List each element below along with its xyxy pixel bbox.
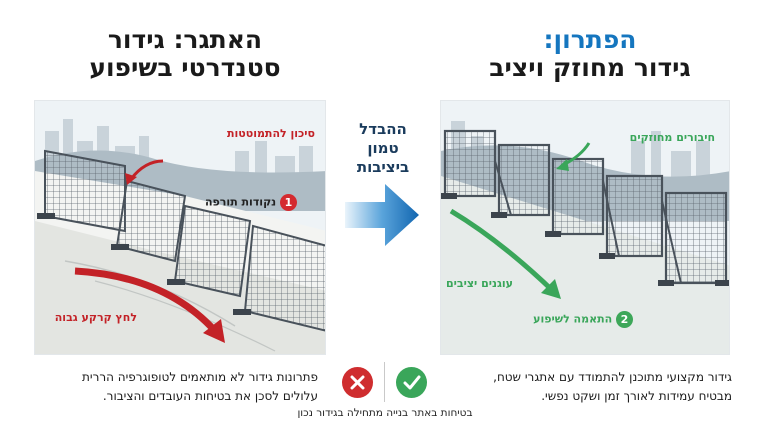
weak-points-number-badge: 1 xyxy=(280,194,297,211)
problem-title: האתגר: גידור סטנדרטי בשיפוע xyxy=(20,26,350,82)
x-circle-icon xyxy=(342,367,373,398)
callout-connections: חיבורים מחוזקים xyxy=(629,131,715,144)
weak-points-label: נקודות תורפה xyxy=(205,195,277,209)
problem-title-line2: סטנדרטי בשיפוע xyxy=(89,53,281,82)
solution-title: הפתרון: גידור מחוזק ויציב xyxy=(430,26,750,82)
solution-title-line1: הפתרון: xyxy=(543,25,637,54)
problem-description: פתרונות גידור לא מותאמים לטופוגרפיה הררי… xyxy=(18,368,318,405)
problem-title-line1: האתגר: גידור xyxy=(107,25,263,54)
adaptation-number-badge: 2 xyxy=(616,311,633,328)
solution-illustration: חיבורים מחוזקים עוגנים יציבים 2 התאמה לש… xyxy=(440,100,730,355)
callout-weak-points: 1 נקודות תורפה xyxy=(205,194,297,211)
collapsing-fence-illustration xyxy=(35,101,325,354)
problem-description-line2: עלולים לסכן את בטיחות העובדים והציבור. xyxy=(102,388,318,403)
difference-line3: ביציבות xyxy=(356,157,410,176)
solution-description-line2: מבטיח עמידות לאורך זמן ושקט נפשי. xyxy=(541,388,732,403)
callout-pressure: לחץ קרקע גבוה xyxy=(54,311,137,324)
callout-adaptation: 2 התאמה לשיפוע xyxy=(533,311,633,328)
difference-line2: טמון xyxy=(367,138,399,157)
problem-description-line1: פתרונות גידור לא מותאמים לטופוגרפיה הררי… xyxy=(82,370,318,384)
difference-line1: ההבדל xyxy=(359,120,407,138)
difference-label: ההבדל טמון ביציבות xyxy=(342,120,424,176)
callout-anchors: עוגנים יציבים xyxy=(446,277,513,290)
adaptation-label: התאמה לשיפוע xyxy=(533,312,613,326)
callout-instability: סיכון להתמוטטות xyxy=(226,127,315,140)
problem-illustration: סיכון להתמוטטות 1 נקודות תורפה לחץ קרקע … xyxy=(34,100,326,355)
check-circle-icon xyxy=(396,367,427,398)
reinforced-fence-illustration xyxy=(441,101,729,354)
right-arrow-icon xyxy=(345,182,421,252)
solution-title-line2: גידור מחוזק ויציב xyxy=(489,53,691,82)
solution-description: גידור מקצועי מתוכנן להתמודד עם אתגרי שטח… xyxy=(432,368,732,405)
footer-note: בטיחות באתר בנייה מתחילה בגידור נכון xyxy=(297,407,473,419)
icons-divider xyxy=(384,362,385,402)
solution-description-line1: גידור מקצועי מתוכנן להתמודד עם אתגרי שטח… xyxy=(493,370,732,384)
